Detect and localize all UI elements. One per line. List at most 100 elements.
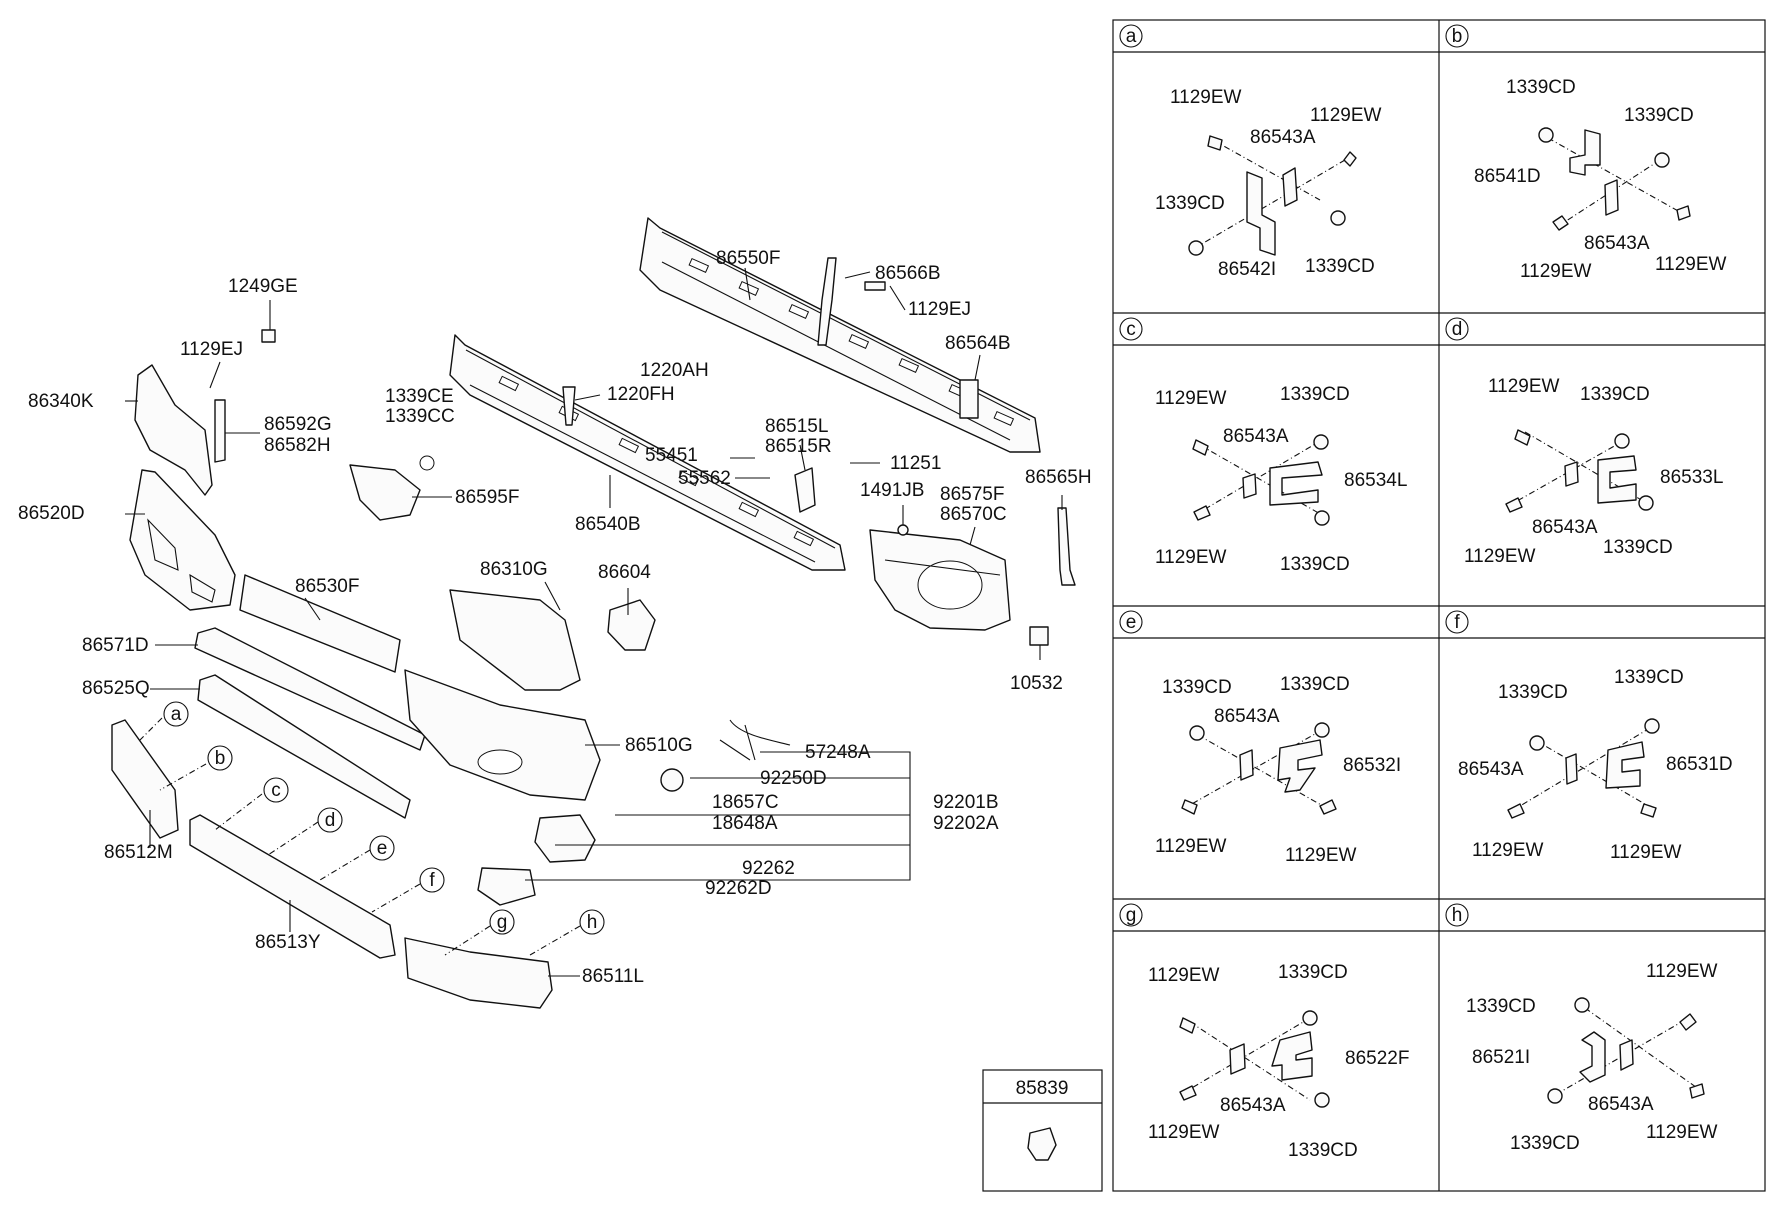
hw-label: 86543A [1250,127,1316,148]
hw-label: 1129EW [1148,1122,1220,1143]
part-label: 86510G [625,735,693,756]
part-label: 86565H [1025,467,1092,488]
part-label: 55451 [645,445,698,466]
part-bolt-1220FH [562,386,576,426]
part-label: 86571D [82,635,149,656]
part-label: 86515R [765,436,832,457]
part-label: 1339CC [385,406,455,427]
callout-letter: d [325,810,336,831]
panel-letter: e [1126,612,1137,633]
part-label: 92250D [760,768,827,789]
panel-letter-circle [1119,317,1143,341]
hw-label: 1339CD [1506,77,1576,98]
part-bolt-1249GE [261,329,276,343]
panel-letter: f [1454,612,1460,633]
part-label: 86340K [28,391,94,412]
hw-label: 1339CD [1603,537,1673,558]
part-fascia-86310G [449,589,581,691]
part-lower-spoiler-86513Y [189,814,396,959]
panel-letter-circle [1445,903,1469,927]
hw-label: 1129EW [1655,254,1727,275]
part-label: 86550F [716,248,780,269]
panel-letter: g [1126,905,1137,926]
hw-label: 1129EW [1155,547,1227,568]
hw-label: 1129EW [1646,961,1718,982]
hw-label: 1129EW [1520,261,1592,282]
part-side-skirt-86512M [111,719,179,839]
part-label: 86525Q [82,678,150,699]
callout-d [317,807,343,833]
callout-e [369,835,395,861]
hw-label: 1339CD [1278,962,1348,983]
part-corner-bracket-86340K [134,364,226,496]
hw-label: 86543A [1458,759,1524,780]
detail-panel-e: e 1339CD 1339CD 86543A 86532I 1129EW 112… [1119,610,1401,866]
part-label: 86513Y [255,932,321,953]
detail-panel-d: d 1129EW 1339CD 86533L 86543A 1129EW 133… [1445,317,1723,567]
hw-label: 1129EW [1310,105,1382,126]
hw-label: 1339CD [1624,105,1694,126]
panel-letter-circle [1445,610,1469,634]
part-bracket-86595F [349,464,421,521]
part-label: 18648A [712,813,778,834]
detail-panel-c: c 1129EW 1339CD 86543A 86534L 1129EW 133… [1119,317,1407,575]
detail-panels-grid [1112,19,1766,1192]
part-lower-panel-86525Q [197,674,411,819]
hw-label: 1129EW [1155,388,1227,409]
callout-c [263,777,289,803]
part-label: 86511L [582,966,644,987]
hw-label: 1339CD [1614,667,1684,688]
part-label: 92201B [933,792,999,813]
hw-label: 1339CD [1280,674,1350,695]
detail-panel-a: a 1129EW 1129EW 86543A 1339CD 86542I 133… [1119,24,1382,280]
hw-label: 86542I [1218,259,1276,280]
part-label: 92262D [705,878,772,899]
panel-letter-circle [1119,903,1143,927]
panel-letter: d [1452,319,1463,340]
part-label: 1220AH [640,360,709,381]
part-bracket-86565H [1057,507,1076,586]
part-label: 1249GE [228,276,298,297]
part-label: 1129EJ [908,299,971,320]
part-headlamp-bracket [869,529,1011,631]
hw-label: 86543A [1532,517,1598,538]
callout-letter: c [271,780,281,801]
part-clip-85839 [1027,1127,1057,1161]
part-nut-1339CE [419,455,435,471]
part-label: 86604 [598,562,651,583]
part-clip-1491JB [897,524,909,536]
hw-label: 1129EW [1464,546,1536,567]
callout-letter: e [377,838,388,859]
callout-f [419,867,445,893]
hw-label: 86521I [1472,1047,1530,1068]
callout-letter: h [587,912,598,933]
part-label: 10532 [1010,673,1063,694]
part-bulb-92250D [660,768,684,792]
panel-letter: h [1452,905,1463,926]
part-label: 92202A [933,813,999,834]
part-foglamp-bezel-92262 [477,867,536,906]
part-box-85839: 85839 [982,1069,1103,1192]
part-label: 86530F [295,576,359,597]
hw-label: 1129EW [1170,87,1242,108]
part-label: 1220FH [607,384,675,405]
part-foglamp-opening [477,749,523,775]
part-label: 85839 [1016,1078,1069,1099]
part-label: 86566B [875,263,941,284]
hw-label: 1339CD [1280,554,1350,575]
part-grille-86530F [239,574,401,673]
hw-label: 86543A [1588,1094,1654,1115]
part-label: 1339CE [385,386,454,407]
main-assembly: a b c d e f g h 1249GE 1129EJ 86340K 865… [18,217,1092,1009]
detail-panel-b: b 1339CD 1339CD 86541D 86543A 1129EW 112… [1445,24,1727,282]
detail-panel-g: g 1129EW 1339CD 86522F 1129EW 86543A 133… [1119,903,1409,1161]
hw-label: 86543A [1214,706,1280,727]
part-bumper-lower-86510G [404,669,601,801]
part-label: 1129EJ [180,339,243,360]
part-label: 92262 [742,858,795,879]
part-label: 1491JB [860,480,924,501]
hw-label: 1129EW [1285,845,1357,866]
part-label: 86582H [264,435,331,456]
hw-label: 86543A [1220,1095,1286,1116]
